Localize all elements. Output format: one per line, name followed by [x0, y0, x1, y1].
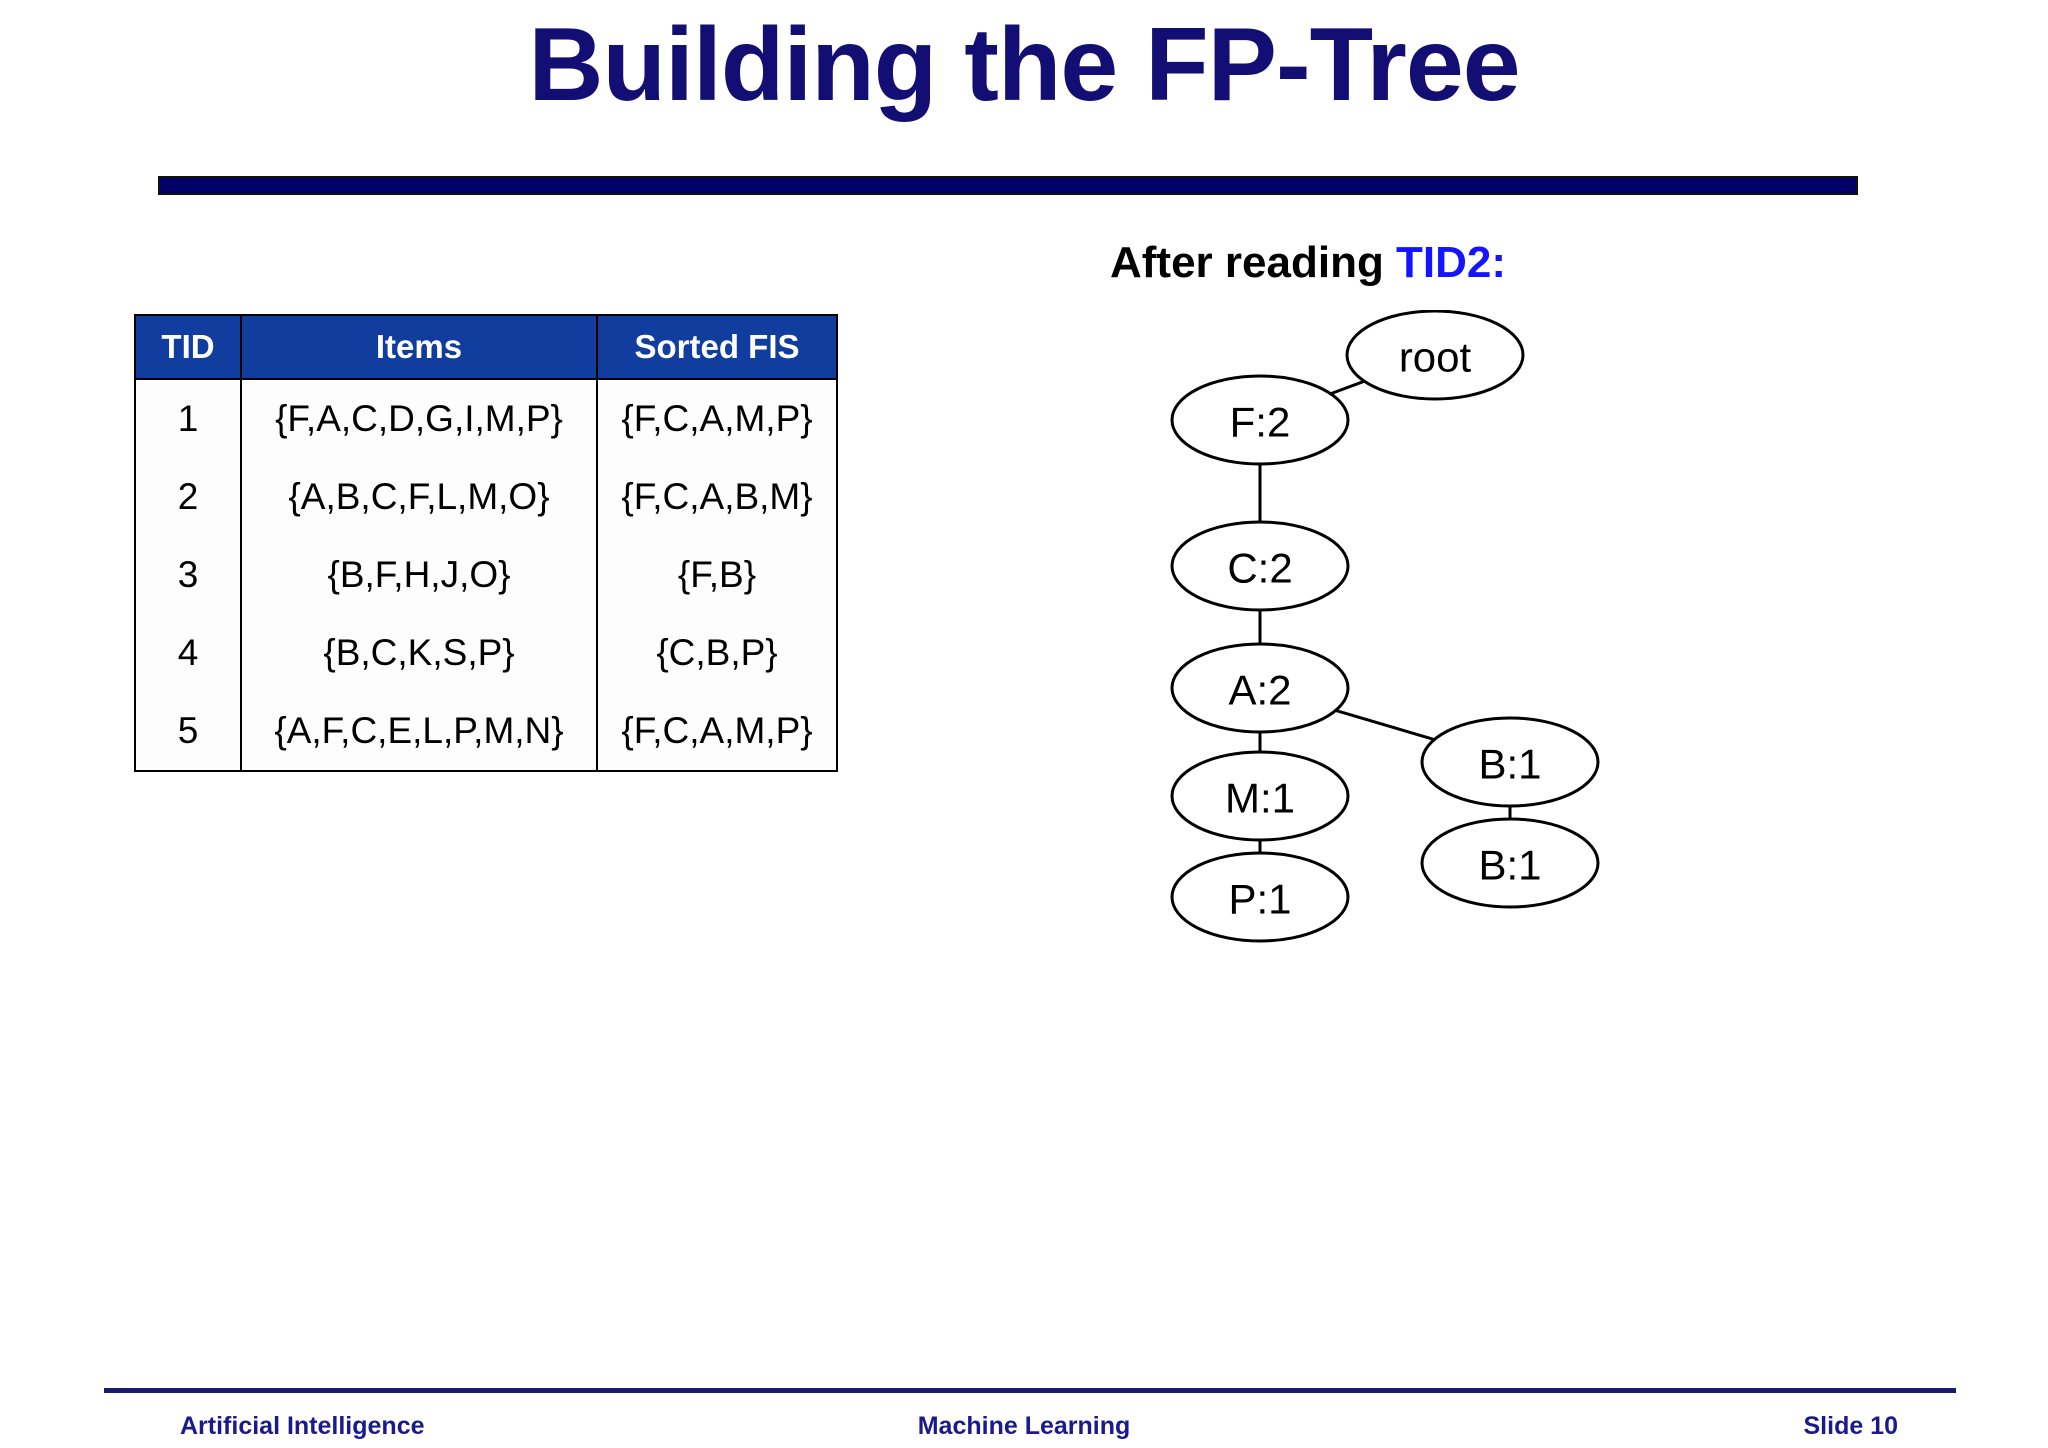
- fp-tree-edge: [1330, 379, 1365, 396]
- table-row: 1 {F,A,C,D,G,I,M,P} {F,C,A,M,P}: [134, 379, 838, 458]
- table-row: 3 {B,F,H,J,O} {F,B}: [134, 536, 838, 614]
- fp-tree-node-shape: [1345, 310, 1525, 401]
- fp-tree-node-B1a[interactable]: B:1: [1420, 716, 1600, 808]
- fp-tree-node-label: P:1: [1228, 876, 1291, 923]
- fp-tree-node-shape: [1420, 817, 1600, 909]
- page-title: Building the FP-Tree: [528, 7, 1520, 123]
- fp-tree-node-shape: [1170, 520, 1350, 612]
- fp-tree-node-label: B:1: [1478, 741, 1541, 788]
- fp-tree-node-root[interactable]: root: [1345, 310, 1525, 401]
- tree-caption: After reading TID2:: [1110, 238, 1506, 288]
- cell-fis: {C,B,P}: [596, 614, 838, 692]
- fp-tree-node-F2[interactable]: F:2: [1170, 374, 1350, 466]
- cell-tid: 4: [134, 614, 242, 692]
- footer-course-label: Artificial Intelligence: [180, 1412, 425, 1440]
- fp-tree-node-shape: [1170, 851, 1350, 943]
- footer-topic-label: Machine Learning: [917, 1412, 1131, 1440]
- cell-items: {A,F,C,E,L,P,M,N}: [240, 692, 598, 772]
- tree-caption-prefix: After reading: [1110, 238, 1397, 287]
- cell-items: {A,B,C,F,L,M,O}: [240, 458, 598, 536]
- tree-caption-highlight: TID2:: [1396, 238, 1507, 287]
- fp-tree-node-shape: [1170, 750, 1350, 842]
- fp-tree-node-C2[interactable]: C:2: [1170, 520, 1350, 612]
- fp-tree-node-label: M:1: [1225, 775, 1295, 822]
- fp-tree-node-M1[interactable]: M:1: [1170, 750, 1350, 842]
- fp-tree-node-B1b[interactable]: B:1: [1420, 817, 1600, 909]
- fp-tree-node-label: A:2: [1228, 667, 1291, 714]
- table-row: 5 {A,F,C,E,L,P,M,N} {F,C,A,M,P}: [134, 692, 838, 772]
- cell-tid: 1: [134, 379, 242, 458]
- cell-tid: 3: [134, 536, 242, 614]
- fp-tree-node-shape: [1420, 716, 1600, 808]
- cell-fis: {F,B}: [596, 536, 838, 614]
- table-header-row: TID Items Sorted FIS: [134, 314, 838, 380]
- cell-items: {F,A,C,D,G,I,M,P}: [240, 379, 598, 458]
- title-divider-rule: [158, 176, 1858, 195]
- footer-divider-rule: [104, 1388, 1956, 1393]
- fp-tree-node-shape: [1170, 374, 1350, 466]
- fp-tree-node-label: root: [1399, 334, 1472, 381]
- fp-tree-node-P1[interactable]: P:1: [1170, 851, 1350, 943]
- column-header-tid: TID: [134, 314, 242, 380]
- fp-tree-node-shape: [1170, 642, 1350, 734]
- column-header-sorted-fis: Sorted FIS: [596, 314, 838, 380]
- cell-fis: {F,C,A,M,P}: [596, 379, 838, 458]
- cell-items: {B,C,K,S,P}: [240, 614, 598, 692]
- cell-tid: 2: [134, 458, 242, 536]
- table-row: 4 {B,C,K,S,P} {C,B,P}: [134, 614, 838, 692]
- cell-fis: {F,C,A,B,M}: [596, 458, 838, 536]
- cell-fis: {F,C,A,M,P}: [596, 692, 838, 772]
- fp-tree-node-A2[interactable]: A:2: [1170, 642, 1350, 734]
- table-row: 2 {A,B,C,F,L,M,O} {F,C,A,B,M}: [134, 458, 838, 536]
- fp-tree-node-label: B:1: [1478, 842, 1541, 889]
- transactions-table: TID Items Sorted FIS 1 {F,A,C,D,G,I,M,P}…: [134, 314, 838, 772]
- fp-tree-node-label: F:2: [1230, 399, 1291, 446]
- footer-slide-number: Slide 10: [1803, 1412, 1899, 1440]
- fp-tree-edges: [1258, 379, 1512, 853]
- cell-items: {B,F,H,J,O}: [240, 536, 598, 614]
- fp-tree-edge: [1335, 708, 1435, 742]
- fp-tree-node-label: C:2: [1227, 545, 1292, 592]
- column-header-items: Items: [240, 314, 598, 380]
- cell-tid: 5: [134, 692, 242, 772]
